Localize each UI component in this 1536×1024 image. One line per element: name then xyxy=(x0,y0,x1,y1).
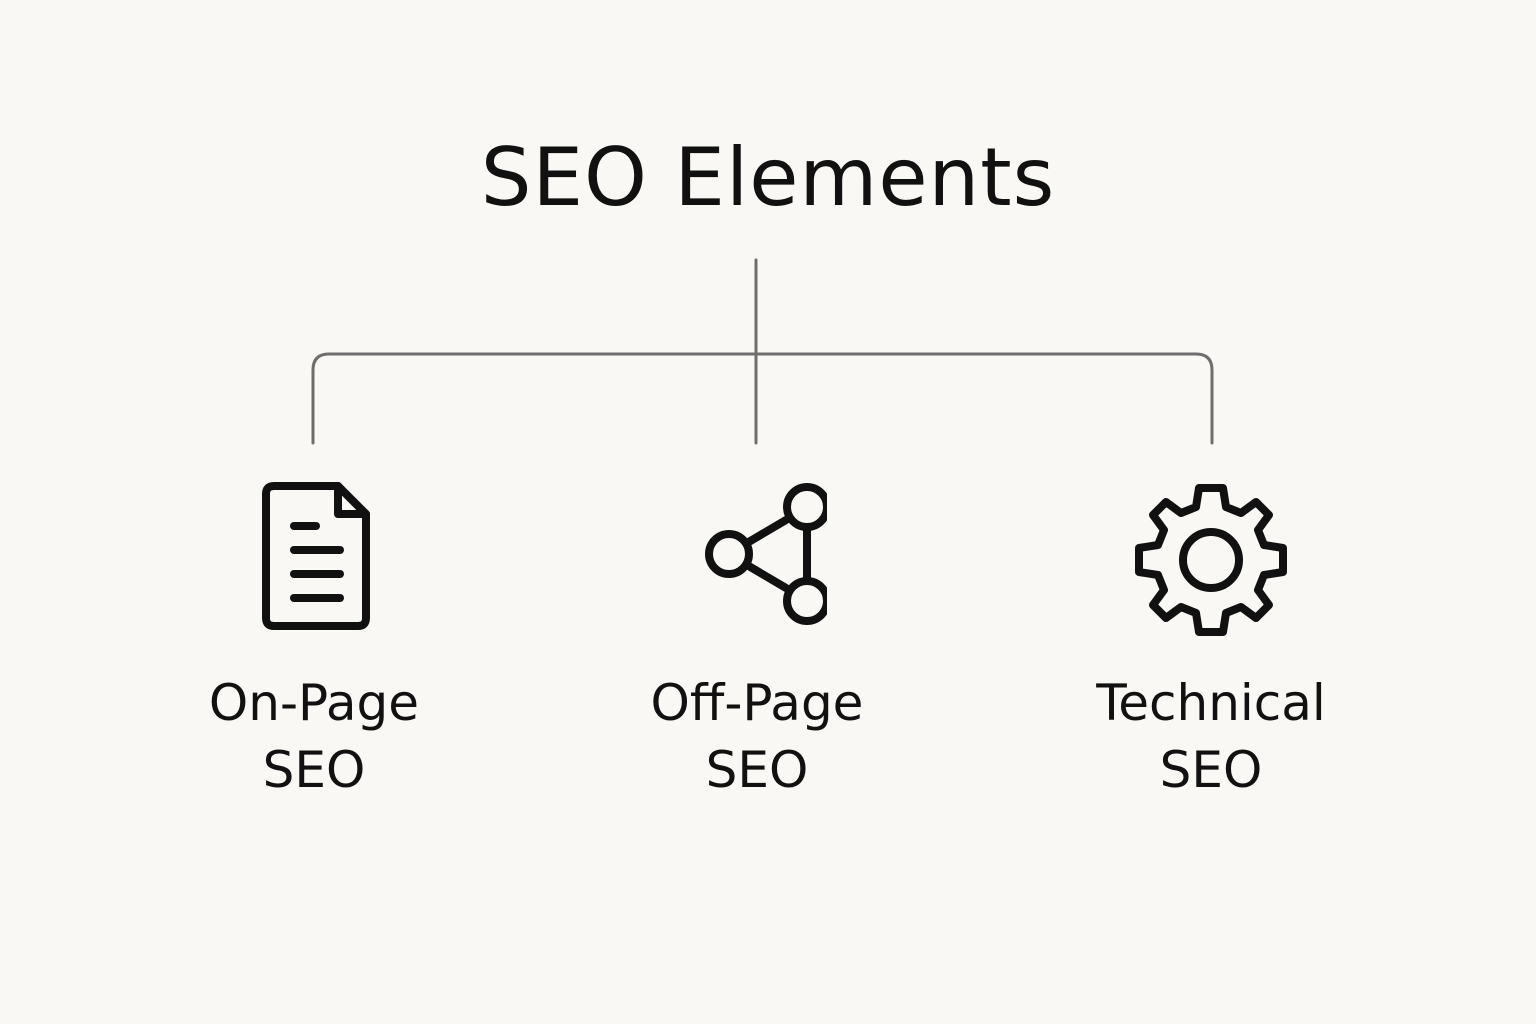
node-label-line1: Off-Page xyxy=(650,674,864,732)
node-label: On-Page SEO xyxy=(134,670,494,804)
node-label-line1: Technical xyxy=(1096,674,1326,732)
node-technical-seo: Technical SEO xyxy=(1031,480,1391,804)
node-off-page-seo: Off-Page SEO xyxy=(577,480,937,804)
connector-branch-right xyxy=(754,352,1214,445)
document-icon xyxy=(262,482,370,630)
node-on-page-seo: On-Page SEO xyxy=(134,480,494,804)
diagram-title: SEO Elements xyxy=(480,131,1056,224)
node-label: Off-Page SEO xyxy=(577,670,937,804)
node-label-line1: On-Page xyxy=(208,674,420,732)
node-label-line2: SEO xyxy=(705,741,809,799)
node-label: Technical SEO xyxy=(1031,670,1391,804)
node-label-line2: SEO xyxy=(1159,741,1263,799)
share-network-icon xyxy=(705,483,827,625)
node-label-line2: SEO xyxy=(262,741,366,799)
connector-branch-left xyxy=(311,352,758,445)
gear-icon xyxy=(1135,484,1287,636)
